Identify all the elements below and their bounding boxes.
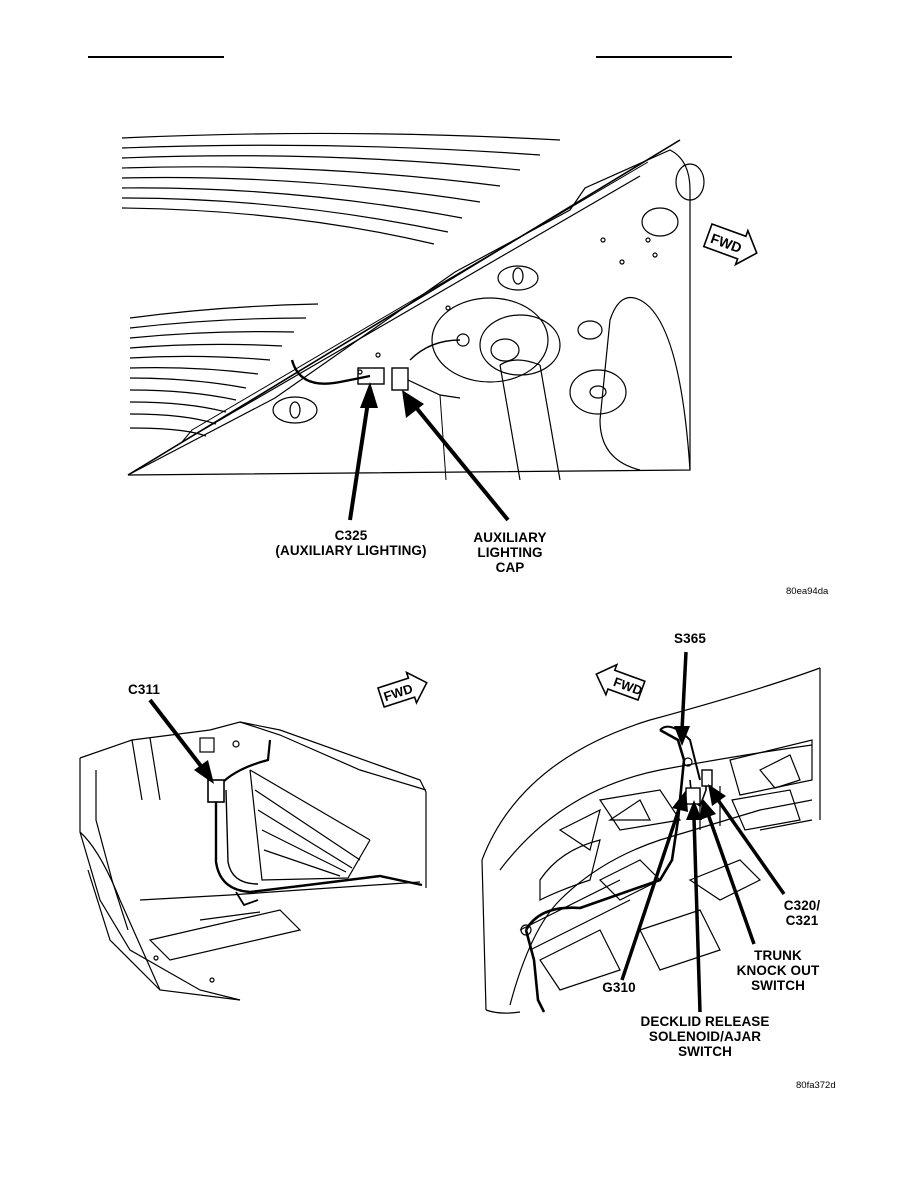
callout-s365: S365 [660,631,720,646]
callout-c320-line-1: C320/ [783,898,821,913]
fwd-arrow-icon: FWD [376,670,428,709]
fwd-arrow-icon: FWD [595,663,646,702]
callout-cap-line-2: LIGHTING [477,545,543,560]
figure-id-80ea94da: 80ea94da [786,586,829,597]
figure-auxiliary-lighting: FWD [121,132,758,522]
callout-auxiliary-lighting-cap: AUXILIARY LIGHTING CAP [450,530,570,575]
callout-s365-line-1: S365 [674,631,706,646]
callout-cap-line-1: AUXILIARY [473,530,547,545]
figure-id-80fa372d: 80fa372d [796,1080,836,1091]
callout-trunk-line-1: TRUNK [754,948,802,963]
callout-g310: G310 [594,980,644,995]
callout-trunk-line-2: KNOCK OUT [736,963,820,978]
callout-g310-line-1: G310 [602,980,636,995]
callout-c325: C325 (AUXILIARY LIGHTING) [256,528,446,558]
callout-decklid-line-3: SWITCH [678,1044,732,1059]
callout-c311-line-1: C311 [128,682,160,697]
figure-c311: FWD [79,670,428,1001]
header-rule-right [596,56,732,58]
callout-decklid-release-solenoid-ajar-switch: DECKLID RELEASE SOLENOID/AJAR SWITCH [620,1014,790,1059]
auxiliary-lighting-illustration: FWD [121,132,758,522]
callout-trunk-line-3: SWITCH [751,978,805,993]
callout-cap-line-3: CAP [495,560,525,575]
callout-c311: C311 [128,682,178,697]
callout-decklid-line-2: SOLENOID/AJAR [648,1029,762,1044]
callout-c325-line-2: (AUXILIARY LIGHTING) [275,543,427,558]
callout-c320-c321: C320/ C321 [772,898,832,928]
fwd-arrow-icon: FWD [702,222,758,267]
callout-c325-line-1: C325 [334,528,368,543]
c311-illustration: FWD [79,670,428,1001]
callout-decklid-line-1: DECKLID RELEASE [640,1014,770,1029]
callout-trunk-knock-out-switch: TRUNK KNOCK OUT SWITCH [718,948,838,993]
header-rule-left [88,56,224,58]
callout-c320-line-2: C321 [785,913,819,928]
